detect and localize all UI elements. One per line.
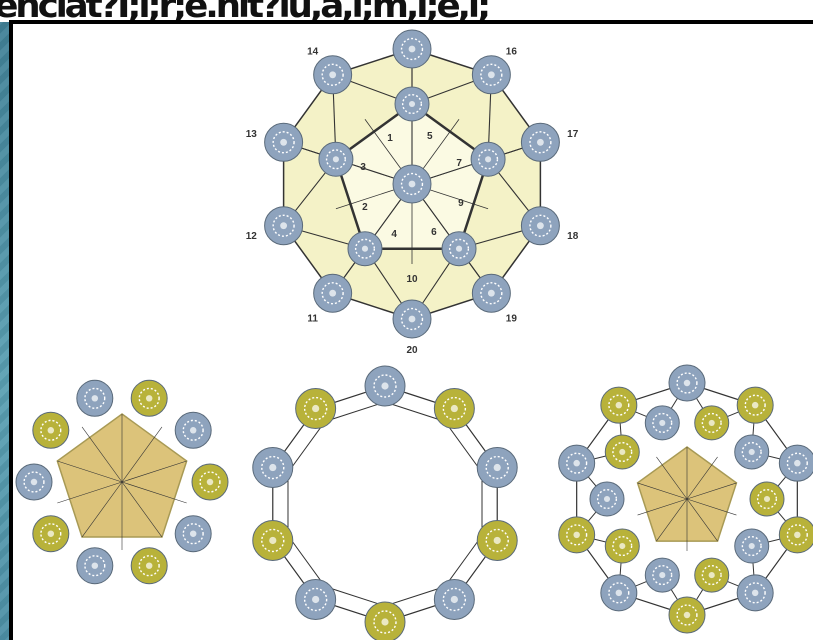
inner-label: 7 (456, 158, 462, 169)
capsomer-node (521, 123, 559, 161)
capsomer-node (779, 445, 813, 481)
capsomer-node (645, 558, 679, 592)
capsomer-node (175, 412, 211, 448)
inner-label: 10 (406, 274, 418, 285)
capsomer-node (472, 56, 510, 94)
capsomer-node (472, 274, 510, 312)
inner-label: 2 (362, 202, 368, 213)
inner-label: 1 (387, 133, 393, 144)
capsomer-node (265, 207, 303, 245)
capsomer-node (393, 300, 431, 338)
capsomer-node (477, 520, 517, 560)
node-label: 16 (506, 47, 518, 58)
capsomer-node (434, 579, 474, 619)
header-scribble: enclat?I;i;r;e.nlt?lu,a,l;m,i;e,l; (0, 0, 488, 22)
capsomer-node (77, 548, 113, 584)
capsomer-node (131, 380, 167, 416)
header-strip: enclat?I;i;r;e.nlt?lu,a,l;m,i;e,l; (0, 0, 813, 22)
capsomer-node (393, 30, 431, 68)
capsomer-node (601, 387, 637, 423)
capsomer-node (253, 520, 293, 560)
capsomer-node (590, 482, 624, 516)
capsomer-node (735, 529, 769, 563)
capsomer-node (33, 516, 69, 552)
capsomer-node (175, 516, 211, 552)
node-label: 18 (567, 231, 579, 242)
capsomer-node (605, 435, 639, 469)
node-label: 13 (246, 129, 258, 140)
top-icosahedron-diagram: 15 16 17 18 19 20 11 12 13 14 5 7 9 6 4 2 3 1 10 (246, 24, 579, 356)
capsomer-node (33, 412, 69, 448)
capsomer-node (669, 597, 705, 633)
open-ring-middle (253, 366, 517, 640)
capsomer-node (735, 435, 769, 469)
capsomer-node (319, 142, 353, 176)
capsomer-node (77, 380, 113, 416)
capsomer-node (365, 602, 405, 640)
capsomer-node (695, 558, 729, 592)
capsomer-node (601, 575, 637, 611)
inner-label: 4 (391, 229, 397, 240)
figure-frame: 15 16 17 18 19 20 11 12 13 14 5 7 9 6 4 2 3 1 10 (9, 20, 813, 640)
capsomer-node (559, 445, 595, 481)
capsomer-node (471, 142, 505, 176)
capsomer-node (750, 482, 784, 516)
node-label: 17 (567, 129, 579, 140)
capsomer-node (605, 529, 639, 563)
capsomer-node (265, 123, 303, 161)
pentagon-ring-left (16, 380, 228, 583)
capsomer-node (348, 232, 382, 266)
capsomer-node (314, 56, 352, 94)
node-label: 15 (406, 24, 418, 26)
capsomer-node (393, 165, 431, 203)
capsomer-node (442, 232, 476, 266)
inner-label: 6 (431, 227, 437, 238)
capsomer-node (477, 448, 517, 488)
pentagon-double-ring-right (559, 365, 813, 633)
capsomer-node (16, 464, 52, 500)
capsomer-node (521, 207, 559, 245)
inner-label: 3 (360, 162, 366, 173)
capsomer-node (779, 517, 813, 553)
capsomer-node (296, 389, 336, 429)
node-label: 20 (406, 345, 418, 356)
capsomer-node (645, 406, 679, 440)
ring-inner-line (288, 402, 482, 606)
node-label: 11 (307, 313, 318, 324)
capsomer-node (253, 448, 293, 488)
node-label: 12 (246, 231, 258, 242)
capsomer-node (669, 365, 705, 401)
capsomer-node (314, 274, 352, 312)
capsomer-node (695, 406, 729, 440)
capsomer-node (434, 389, 474, 429)
capsomer-node (559, 517, 595, 553)
capsomer-node (365, 366, 405, 406)
capsomer-node (296, 579, 336, 619)
node-label: 14 (307, 47, 319, 58)
inner-label: 5 (427, 131, 433, 142)
inner-label: 9 (458, 198, 464, 209)
capsomer-node (131, 548, 167, 584)
capsomer-node (737, 575, 773, 611)
capsomer-node (737, 387, 773, 423)
node-label: 19 (506, 313, 518, 324)
virus-capsid-diagram: 15 16 17 18 19 20 11 12 13 14 5 7 9 6 4 2 3 1 10 (13, 24, 813, 640)
capsomer-node (395, 87, 429, 121)
capsomer-node (192, 464, 228, 500)
